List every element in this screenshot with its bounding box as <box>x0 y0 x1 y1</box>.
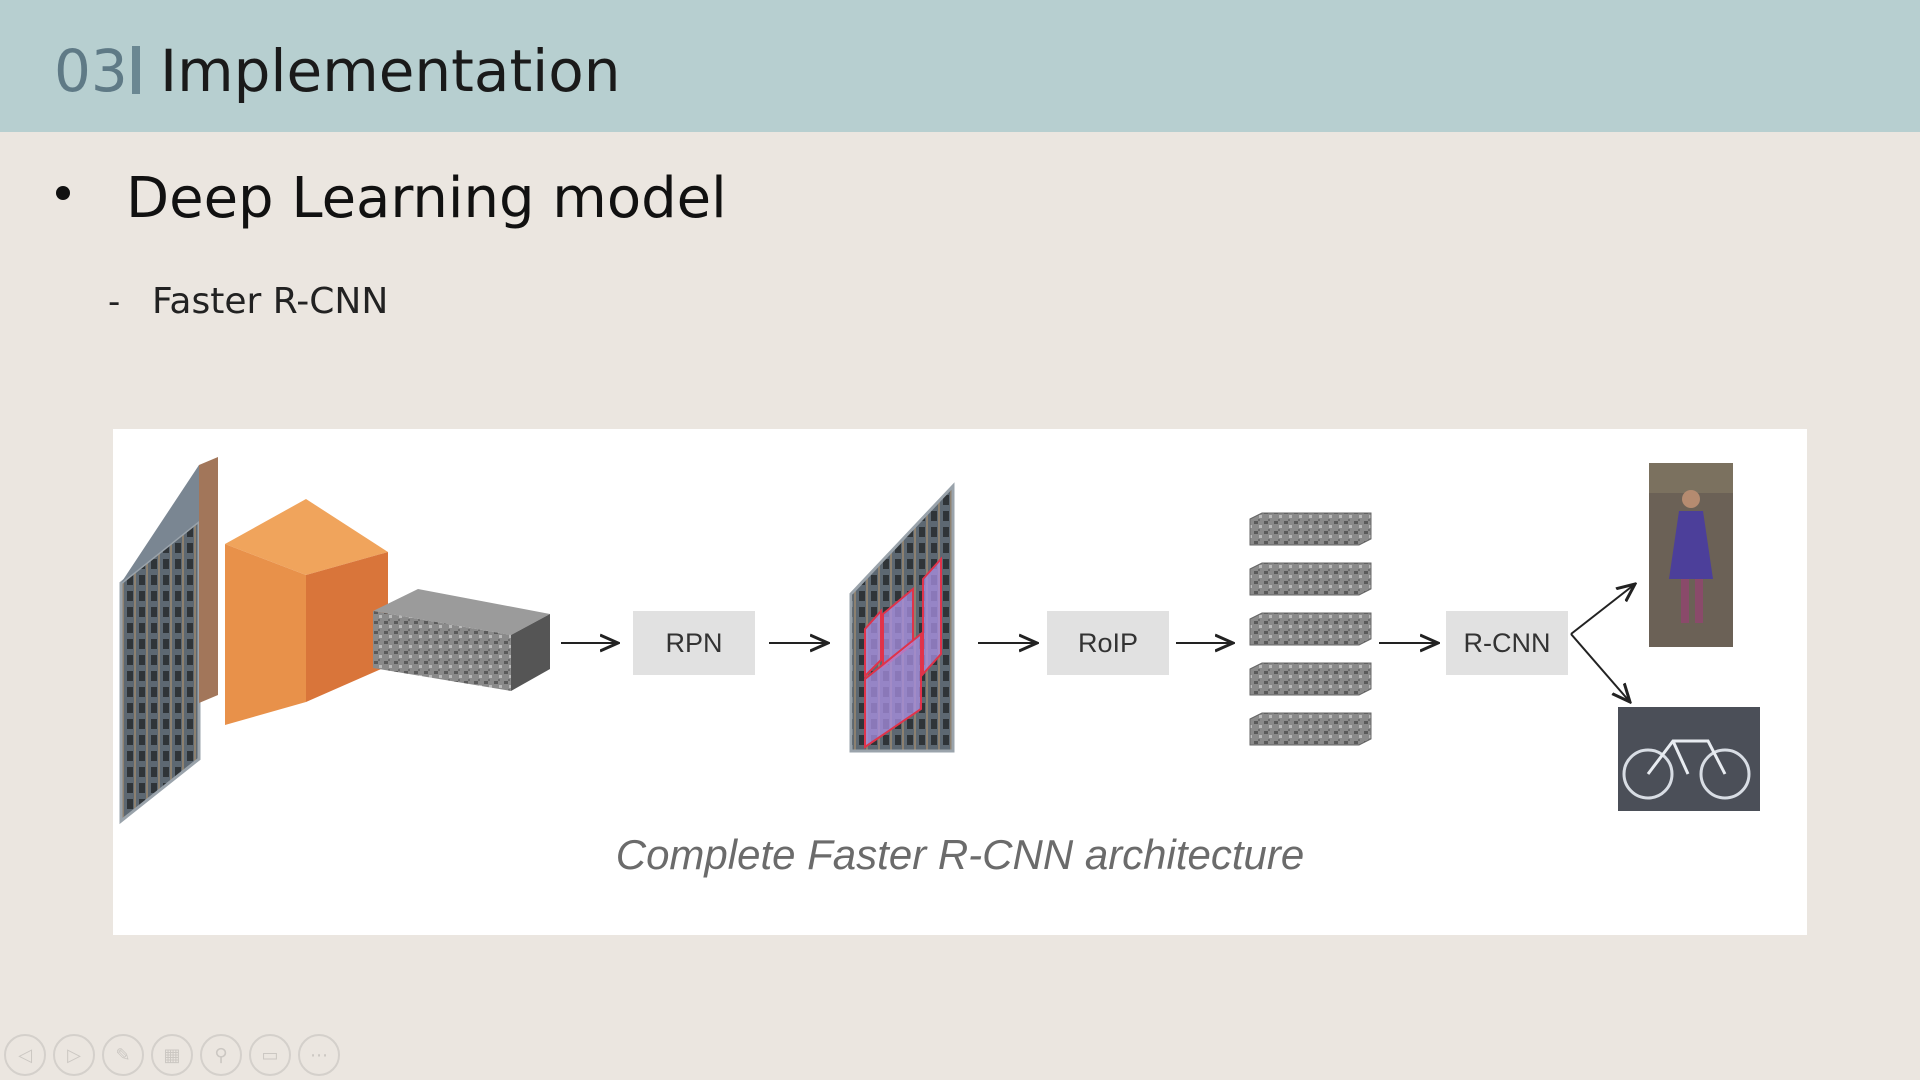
slides-icon[interactable]: ▦ <box>151 1034 193 1076</box>
bullet-text: Deep Learning model <box>126 166 727 231</box>
bicycle-output-icon <box>1618 707 1760 811</box>
slide-header: 03 Implementation <box>0 0 1920 132</box>
slideshow-controls: ◁ ▷ ✎ ▦ ⚲ ▭ ⋯ <box>4 1034 340 1076</box>
input-image-icon <box>119 457 218 825</box>
pooled-features-icon <box>1249 512 1372 746</box>
rpn-stage-box: RPN <box>633 611 755 675</box>
cnn-block-icon <box>225 499 388 725</box>
bullet-icon <box>56 186 70 200</box>
sub-bullet-text: Faster R-CNN <box>152 281 389 322</box>
figure-caption: Complete Faster R-CNN architecture <box>615 831 1305 878</box>
sub-bullet-dash: - <box>108 282 121 322</box>
pen-icon[interactable]: ✎ <box>102 1034 144 1076</box>
slide-title: Implementation <box>160 37 621 105</box>
section-number: 03 <box>54 37 128 105</box>
rcnn-stage-box: R-CNN <box>1446 611 1568 675</box>
zoom-icon[interactable]: ⚲ <box>200 1034 242 1076</box>
next-icon[interactable]: ▷ <box>53 1034 95 1076</box>
person-output-icon <box>1649 463 1733 647</box>
header-divider <box>132 46 140 94</box>
more-icon[interactable]: ⋯ <box>298 1034 340 1076</box>
roip-stage-box: RoIP <box>1047 611 1169 675</box>
architecture-diagram <box>119 457 1760 825</box>
previous-icon[interactable]: ◁ <box>4 1034 46 1076</box>
architecture-figure: RPN RoIP R-CNN Complete Faster R-CNN arc… <box>113 429 1807 935</box>
feature-map-icon <box>373 589 550 691</box>
proposals-image-icon <box>849 482 955 753</box>
subtitles-icon[interactable]: ▭ <box>249 1034 291 1076</box>
